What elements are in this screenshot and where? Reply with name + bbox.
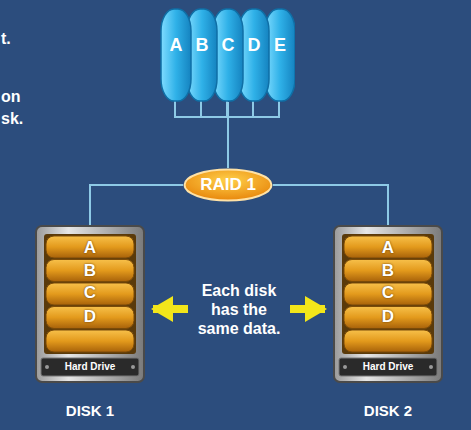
cut-off-note: sk. xyxy=(1,110,23,128)
data-block-letter: B xyxy=(35,261,145,281)
connector-line xyxy=(227,102,229,168)
data-block-letter: A xyxy=(35,238,145,258)
drive-label: Hard Drive xyxy=(35,361,145,372)
data-block-letter: A xyxy=(333,238,443,258)
disk-name: DISK 2 xyxy=(333,402,443,419)
raid-ellipse: RAID 1 xyxy=(183,168,273,202)
data-block-letter: B xyxy=(333,261,443,281)
hard-drive: ABCDHard DriveDISK 1 xyxy=(35,225,145,383)
data-block-letter: A xyxy=(161,35,191,56)
data-block-letter: C xyxy=(213,35,243,56)
data-block-letter: B xyxy=(187,35,217,56)
data-block-letter: D xyxy=(35,307,145,327)
data-block-letter: E xyxy=(265,35,295,56)
raid-label: RAID 1 xyxy=(200,175,256,195)
data-block-letter: C xyxy=(333,283,443,303)
cut-off-note: on xyxy=(1,88,21,106)
data-block-letter: D xyxy=(239,35,269,56)
connector-line xyxy=(90,185,183,225)
cut-off-note: t. xyxy=(1,30,11,48)
drive-label: Hard Drive xyxy=(333,361,443,372)
data-stack: ABCDE xyxy=(160,8,295,102)
hard-drive: ABCDHard DriveDISK 2 xyxy=(333,225,443,383)
disk-name: DISK 1 xyxy=(35,402,145,419)
edge-label: Each disk has the same data. xyxy=(188,279,290,340)
data-block-letter: C xyxy=(35,283,145,303)
data-block-letter: D xyxy=(333,307,443,327)
connector-line xyxy=(273,185,388,225)
